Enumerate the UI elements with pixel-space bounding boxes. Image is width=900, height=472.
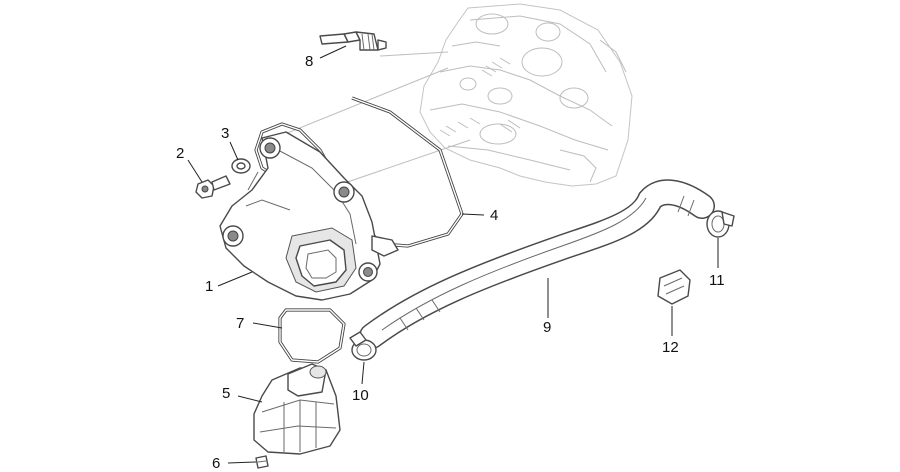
callout-11: 11 xyxy=(709,272,725,289)
callout-7: 7 xyxy=(236,315,244,332)
callout-6: 6 xyxy=(212,455,220,472)
hose-clip xyxy=(657,269,691,305)
callout-3: 3 xyxy=(221,125,229,142)
washer xyxy=(231,158,251,174)
alignment-lines xyxy=(269,51,471,189)
callout-1: 1 xyxy=(205,278,213,295)
callout-10: 10 xyxy=(352,387,369,404)
oil-separator-seal xyxy=(278,308,346,364)
screw xyxy=(255,455,269,469)
callout-9: 9 xyxy=(543,319,551,336)
callout-4: 4 xyxy=(490,207,498,224)
valve-cover xyxy=(219,131,399,301)
leader-lines xyxy=(187,45,719,464)
callout-5: 5 xyxy=(222,385,230,402)
callout-12: 12 xyxy=(662,339,679,356)
hose-clamp-upper xyxy=(706,210,735,238)
callout-2: 2 xyxy=(176,145,184,162)
bolt xyxy=(195,175,231,199)
cylinder-head-ghost xyxy=(419,3,633,187)
callout-labels: 1 2 3 4 5 6 7 8 9 10 11 12 xyxy=(176,53,725,472)
breather-hose xyxy=(359,179,715,349)
callout-8: 8 xyxy=(305,53,313,70)
hose-clamp-lower xyxy=(349,331,377,361)
spark-plug xyxy=(319,31,387,51)
oil-separator-housing xyxy=(253,363,341,455)
